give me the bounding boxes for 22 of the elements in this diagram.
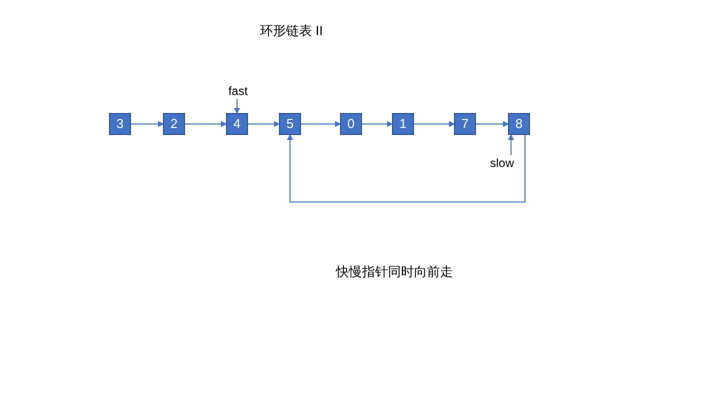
- arrow: [287, 134, 526, 202]
- arrow: [508, 134, 514, 156]
- arrow: [248, 121, 280, 127]
- caption-note: 快慢指针同时向前走: [336, 263, 453, 281]
- list-node-box: 2: [163, 113, 185, 135]
- arrow: [184, 121, 227, 127]
- arrow: [362, 121, 393, 127]
- title: 环形链表 II: [260, 22, 323, 40]
- arrow: [130, 121, 164, 127]
- arrow: [476, 121, 509, 127]
- list-node-box: 7: [454, 113, 476, 135]
- pointer-label: fast: [225, 83, 251, 99]
- list-node-box: 3: [109, 113, 131, 135]
- arrow: [414, 121, 455, 127]
- list-node-box: 1: [392, 113, 414, 135]
- arrow: [300, 121, 341, 127]
- list-node-box: 5: [279, 113, 301, 135]
- list-node-box: 0: [340, 113, 362, 135]
- pointer-label: slow: [488, 155, 516, 171]
- arrow: [234, 98, 240, 114]
- list-node-box: 4: [226, 113, 248, 135]
- list-node-box: 8: [508, 113, 530, 135]
